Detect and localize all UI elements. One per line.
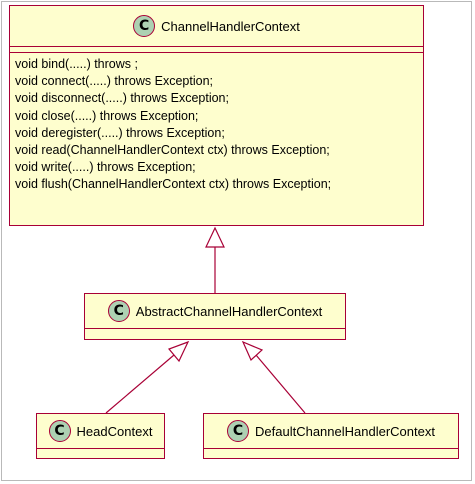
class-header: C AbstractChannelHandlerContext xyxy=(85,294,345,328)
class-badge-icon: C xyxy=(107,300,130,322)
class-name: AbstractChannelHandlerContext xyxy=(135,303,323,319)
method-read: void read(ChannelHandlerContext ctx) thr… xyxy=(15,143,330,158)
class-header: C ChannelHandlerContext xyxy=(10,6,423,46)
class-header: C DefaultChannelHandlerContext xyxy=(204,414,458,448)
method-write: void write(.....) throws Exception; xyxy=(15,160,196,175)
class-divider xyxy=(10,46,423,52)
class-divider xyxy=(85,328,345,334)
class-divider xyxy=(10,52,423,53)
method-list: void bind(.....) throws ; void connect(.… xyxy=(10,53,423,194)
class-divider xyxy=(37,448,164,454)
arrowhead-abstract-right xyxy=(241,340,264,362)
arrowhead-abstract-left xyxy=(167,340,190,363)
class-divider xyxy=(204,448,458,454)
method-flush: void flush(ChannelHandlerContext ctx) th… xyxy=(15,177,332,192)
class-default-channel-handler-context: C DefaultChannelHandlerContext xyxy=(203,413,459,459)
class-name: HeadContext xyxy=(76,423,153,439)
class-name: DefaultChannelHandlerContext xyxy=(255,423,435,439)
method-disconnect: void disconnect(.....) throws Exception; xyxy=(15,91,229,106)
class-badge-icon: C xyxy=(133,15,156,37)
method-deregister: void deregister(.....) throws Exception; xyxy=(15,125,225,140)
class-badge-icon: C xyxy=(48,420,71,442)
method-bind: void bind(.....) throws ; xyxy=(15,57,138,71)
edge-head-to-abstract xyxy=(105,354,175,414)
class-channel-handler-context: C ChannelHandlerContext void bind(.....)… xyxy=(9,5,424,226)
class-abstract-channel-handler-context: C AbstractChannelHandlerContext xyxy=(84,293,346,340)
arrowhead-context xyxy=(205,226,225,248)
method-connect: void connect(.....) throws Exception; xyxy=(15,74,214,89)
class-header: C HeadContext xyxy=(37,414,164,448)
class-name: ChannelHandlerContext xyxy=(161,18,300,34)
edge-default-to-abstract xyxy=(255,354,306,414)
method-close: void close(.....) throws Exception; xyxy=(15,108,199,123)
class-head-context: C HeadContext xyxy=(36,413,165,459)
class-badge-icon: C xyxy=(227,420,250,442)
